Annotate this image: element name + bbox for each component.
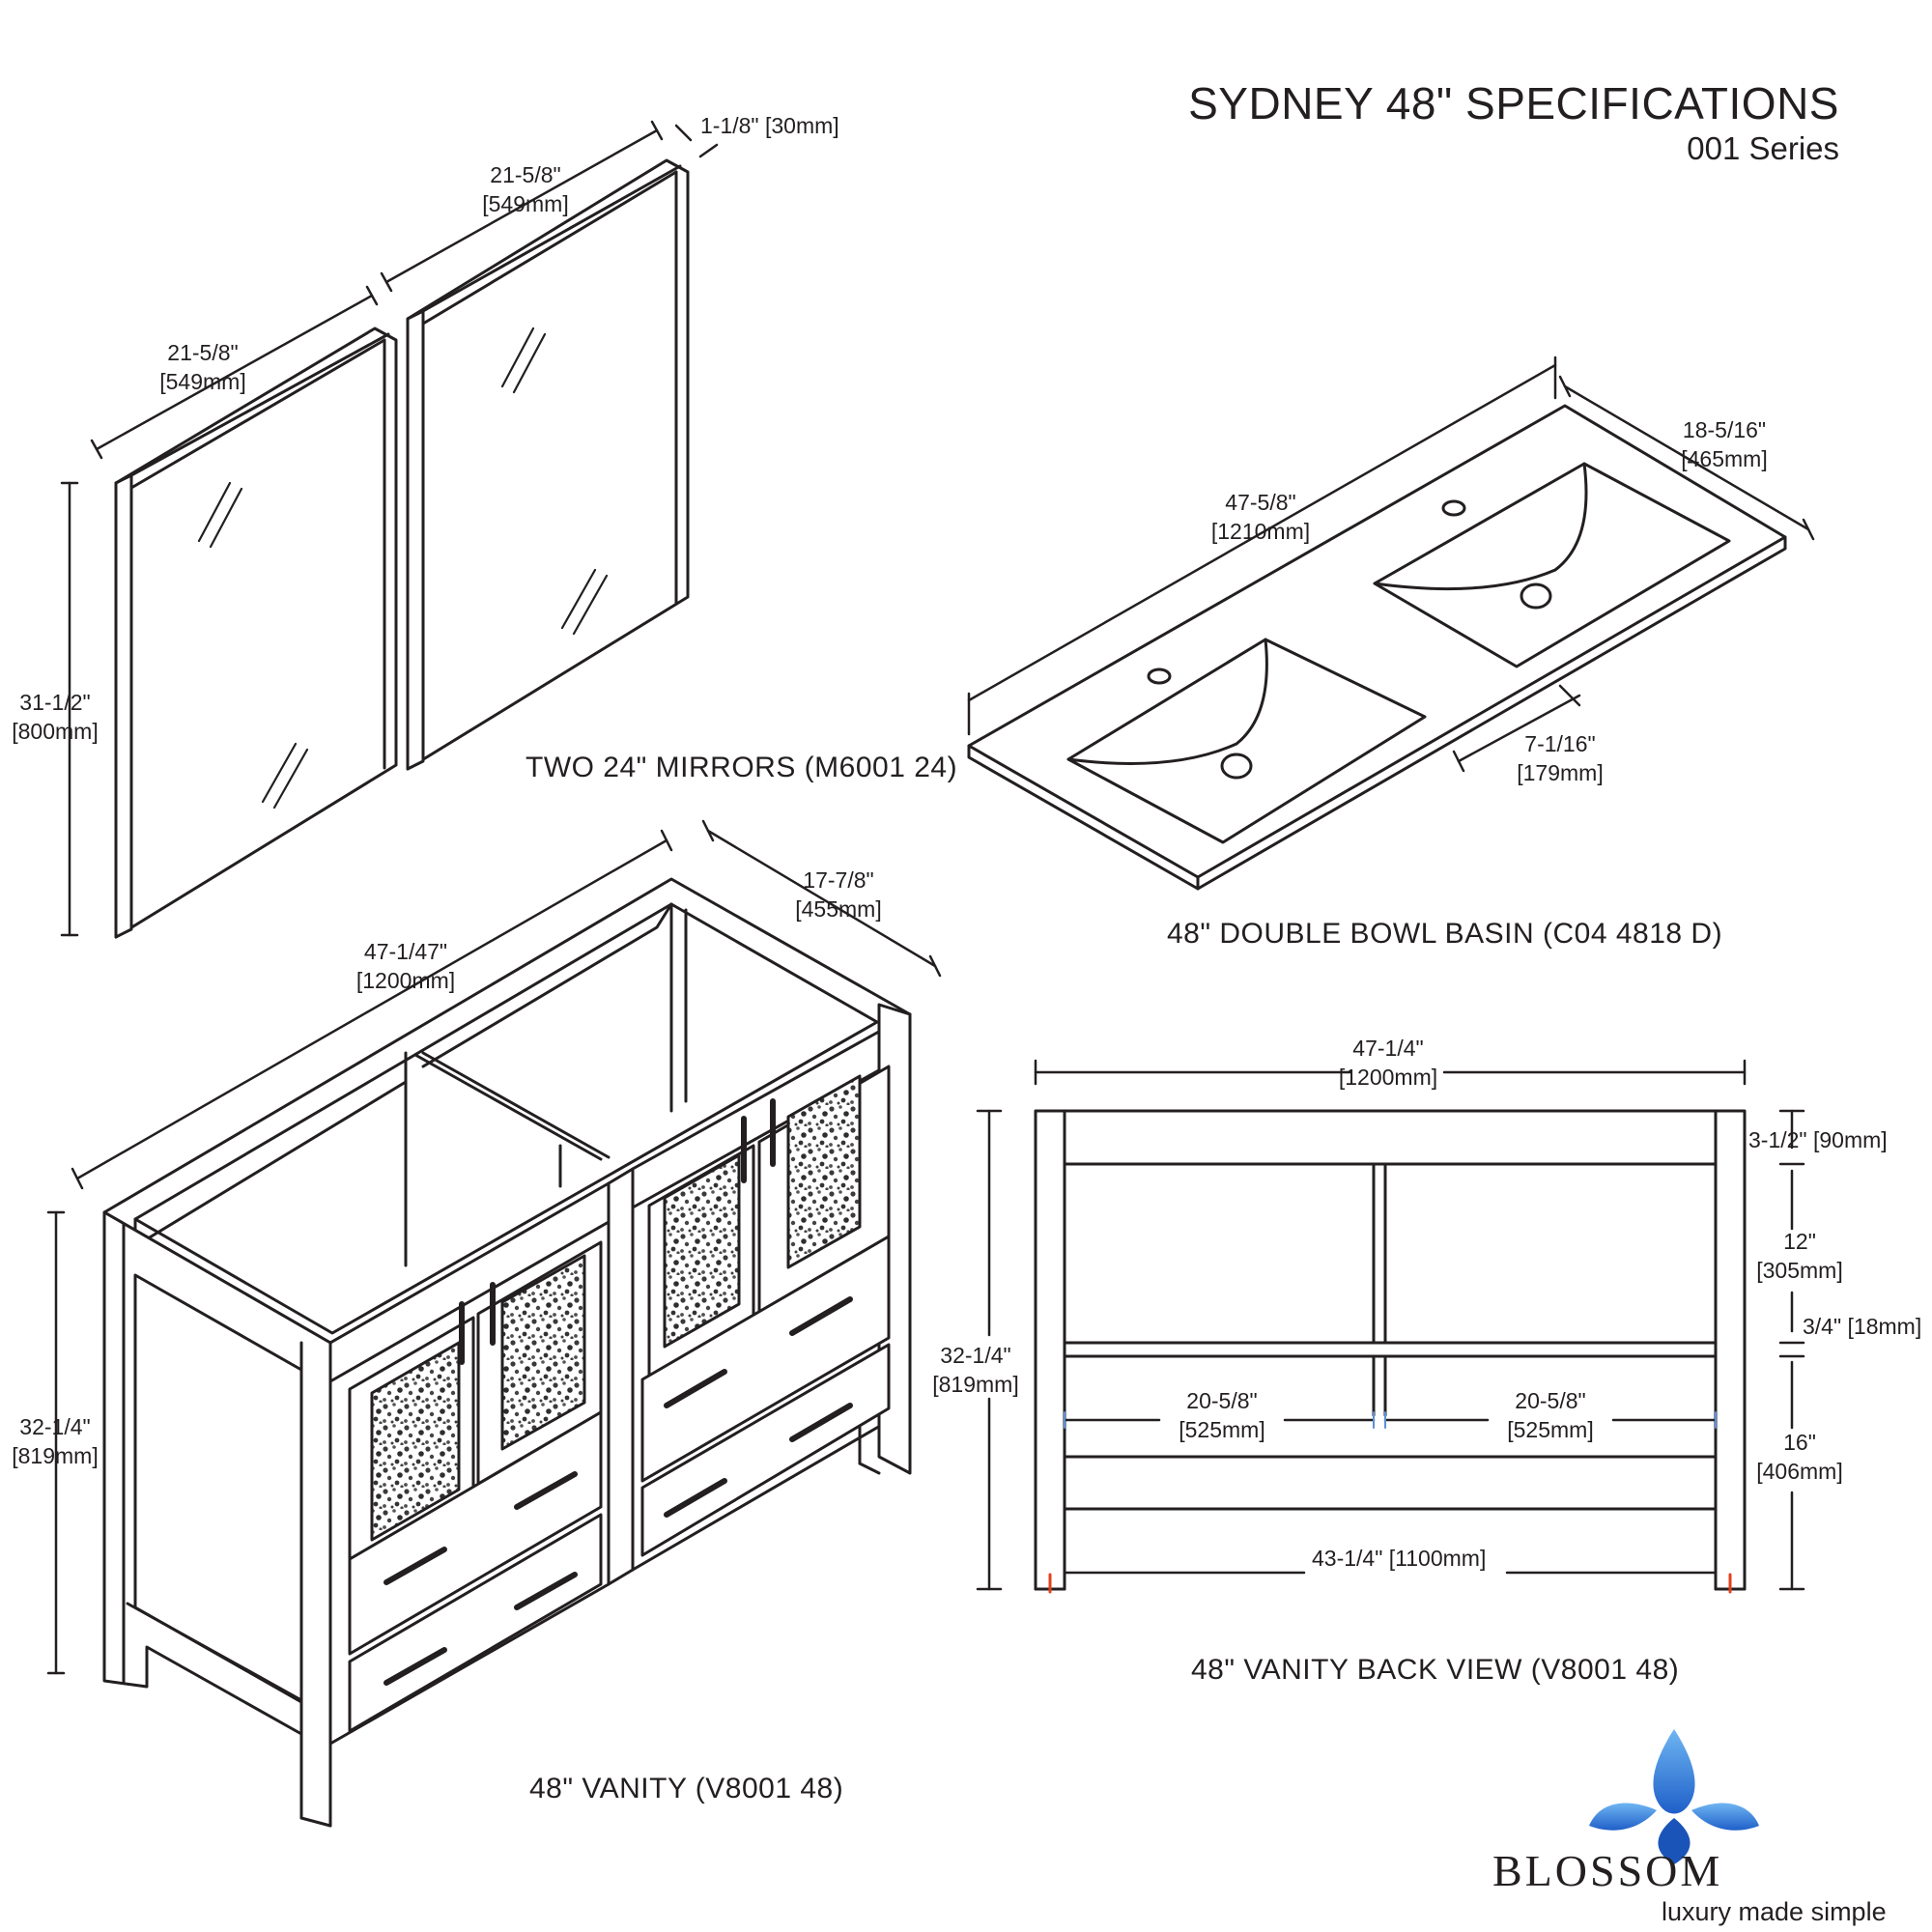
back-upper-opening-label: 12"[305mm] <box>1756 1229 1843 1283</box>
vanity-caption: 48" VANITY (V8001 48) <box>529 1773 844 1804</box>
mirror-width-right-label: 21-5/8"[549mm] <box>482 162 569 216</box>
back-shelf-label: 3/4" [18mm] <box>1803 1314 1922 1339</box>
mirror-thickness-label: 1-1/8" [30mm] <box>700 113 839 138</box>
mirror-left <box>114 327 398 939</box>
vanity-width-label: 47-1/47"[1200mm] <box>355 939 456 993</box>
back-view-markers <box>1064 1411 1717 1429</box>
vanity-cabinet <box>102 877 912 1828</box>
mirrors-caption: TWO 24" MIRRORS (M6001 24) <box>526 752 958 783</box>
blossom-logo-icon <box>1589 1729 1759 1864</box>
series-subtitle: 001 Series <box>1687 130 1839 166</box>
back-view-frame <box>1034 1109 1747 1591</box>
vanity-height-label: 32-1/4"[819mm] <box>12 1414 99 1468</box>
mirror-width-left-label: 21-5/8"[549mm] <box>159 340 246 394</box>
mirror-right <box>406 158 690 771</box>
back-view-feet <box>1048 1573 1732 1594</box>
brand-logo: BLOSSOM luxury made simple <box>1483 1729 1908 1926</box>
basin-top <box>967 404 1787 891</box>
back-lower-opening-label: 16"[406mm] <box>1756 1430 1843 1484</box>
mirror-height-label: 31-1/2"[800mm] <box>12 690 99 744</box>
back-view-dimension-lines <box>976 1059 1805 1591</box>
page-title: SYDNEY 48" SPECIFICATIONS <box>1188 78 1839 128</box>
basin-dimension-lines <box>967 355 1815 773</box>
basin-bowl-gap-label: 7-1/16"[179mm] <box>1517 731 1604 785</box>
spec-title-block: SYDNEY 48" SPECIFICATIONS 001 Series <box>1188 77 1839 168</box>
basin-length-label: 47-5/8"[1210mm] <box>1210 490 1311 544</box>
vanity-dimension-lines <box>46 819 942 1675</box>
back-shelf-right-label: 20-5/8"[525mm] <box>1507 1388 1594 1442</box>
back-width-label: 47-1/4"[1200mm] <box>1338 1036 1438 1090</box>
mirror-dimension-lines <box>60 120 719 937</box>
brand-name: BLOSSOM <box>1492 1846 1723 1895</box>
vanity-handles <box>384 1098 853 1686</box>
brand-tagline: luxury made simple <box>1662 1897 1887 1926</box>
back-inner-width-label: 43-1/4" [1100mm] <box>1312 1546 1487 1571</box>
basin-depth-label: 18-5/16"[465mm] <box>1681 417 1768 471</box>
back-shelf-left-label: 20-5/8"[525mm] <box>1179 1388 1265 1442</box>
back-height-label: 32-1/4"[819mm] <box>932 1343 1019 1397</box>
basin-caption: 48" DOUBLE BOWL BASIN (C04 4818 D) <box>1167 918 1723 950</box>
back-view-caption: 48" VANITY BACK VIEW (V8001 48) <box>1191 1654 1680 1686</box>
back-top-rail-label: 3-1/2" [90mm] <box>1748 1127 1888 1152</box>
vanity-depth-label: 17-7/8"[455mm] <box>795 867 882 922</box>
